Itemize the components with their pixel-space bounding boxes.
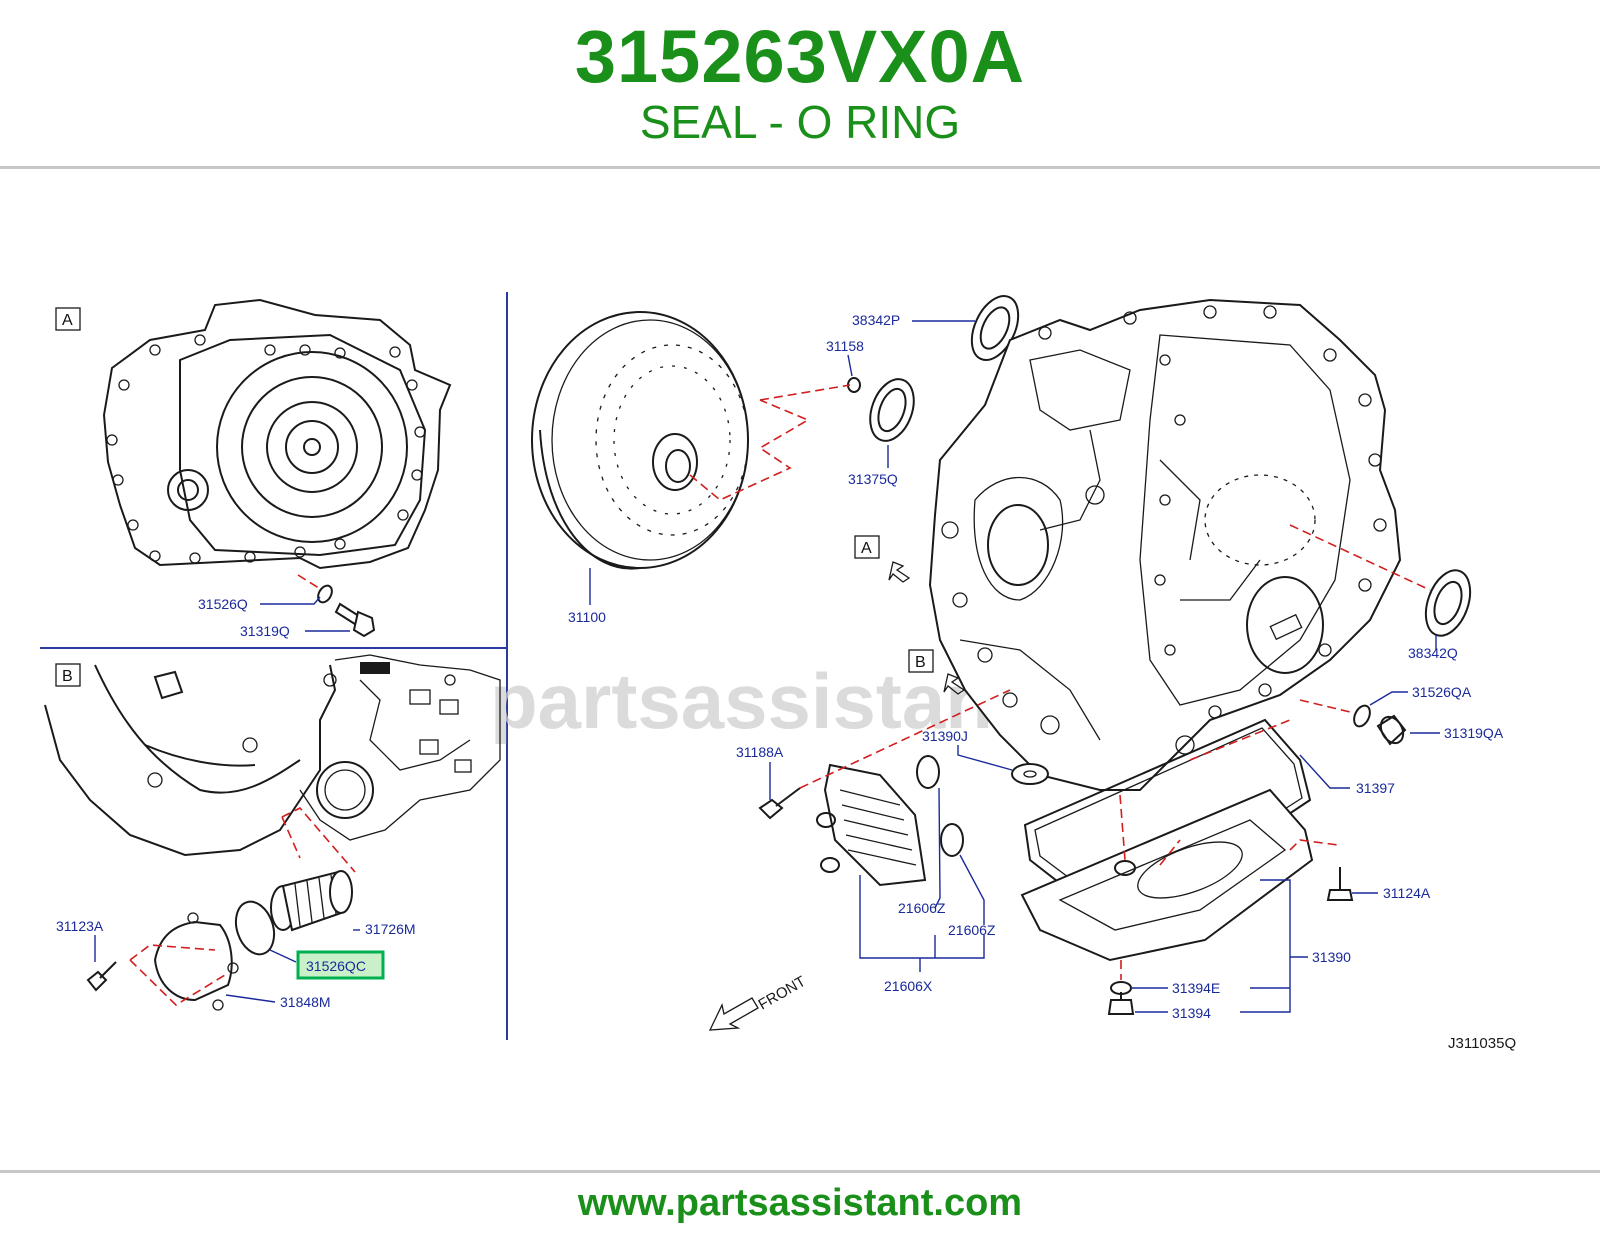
callout-31124a: 31124A	[1383, 885, 1431, 901]
bolt-31188a	[758, 787, 801, 820]
callout-31394e: 31394E	[1172, 980, 1220, 996]
view-a-box	[55, 307, 81, 331]
part-name-subtitle: SEAL - O RING	[639, 96, 961, 148]
o-ring-21606z-upper	[916, 755, 940, 789]
view-a-marker-letter: A	[861, 540, 872, 557]
oil-seal-38342p	[970, 295, 1020, 361]
oil-seal-38342q	[1424, 569, 1472, 637]
o-ring-31526qc	[234, 900, 276, 956]
callout-31319qa: 31319QA	[1444, 725, 1504, 741]
callout-31526qa: 31526QA	[1412, 684, 1472, 700]
highlight-box-31526qc[interactable]	[296, 950, 385, 980]
washer-31390j	[1011, 763, 1049, 785]
view-b-marker-letter: B	[915, 654, 926, 671]
callout-31726m: 31726M	[365, 921, 416, 937]
callout-31526qc[interactable]: 31526QC	[306, 958, 366, 974]
oil-cooler-21606x	[816, 763, 927, 887]
view-b-letter: B	[62, 668, 73, 685]
view-a-marker-box	[854, 535, 880, 559]
view-b-arrow-icon	[943, 673, 966, 695]
callout-31123a: 31123A	[56, 918, 104, 934]
callout-31319q: 31319Q	[240, 623, 290, 639]
header-divider	[0, 166, 1600, 169]
footer-divider	[0, 1170, 1600, 1173]
plug-31319qa	[1376, 714, 1407, 746]
bolt-31124a	[1326, 867, 1354, 901]
view-a-arrow-icon	[888, 561, 911, 583]
filter-cover-31848m	[153, 912, 239, 1011]
view-a-panel: A 31526Q	[55, 298, 452, 639]
main-panel: 31100 31158 31375Q 38342P	[531, 295, 1516, 1052]
case-rear-drawing	[44, 654, 501, 857]
callout-31526q: 31526Q	[198, 596, 248, 612]
view-b-box	[55, 663, 81, 687]
o-ring-21606z-lower	[940, 823, 964, 857]
callout-21606z-lower: 21606Z	[948, 922, 996, 938]
diagram-code: J311035Q	[1448, 1035, 1516, 1052]
view-b-marker-box	[908, 649, 934, 673]
bolt-31123a	[86, 961, 117, 992]
callout-31390j: 31390J	[922, 728, 968, 744]
callout-31394: 31394	[1172, 1005, 1211, 1021]
o-ring-31526qa	[1353, 704, 1371, 728]
callout-38342p: 38342P	[852, 312, 900, 328]
callout-31158: 31158	[826, 338, 864, 354]
plug-bolt-31319q	[334, 602, 376, 638]
callout-31397: 31397	[1356, 780, 1395, 796]
oil-pan-31390	[1020, 788, 1314, 962]
transaxle-case-drawing	[928, 298, 1402, 791]
oil-filter-31726m	[270, 870, 353, 932]
callout-31375q: 31375Q	[848, 471, 898, 487]
oil-seal-31375q	[869, 378, 915, 442]
callout-38342q: 38342Q	[1408, 645, 1458, 661]
footer-url-link[interactable]: www.partsassistant.com	[577, 1182, 1023, 1224]
callout-21606z-upper: 21606Z	[898, 900, 946, 916]
front-direction-arrow: FRONT	[708, 973, 809, 1031]
callout-31188a: 31188A	[736, 744, 784, 760]
view-b-panel: B	[44, 654, 501, 1011]
bell-housing-drawing	[102, 298, 452, 570]
view-a-letter: A	[62, 312, 73, 329]
callout-21606x: 21606X	[884, 978, 933, 994]
part-number-title: 315263VX0A	[574, 15, 1026, 98]
torque-converter-31100	[531, 311, 749, 570]
header: 315263VX0A SEAL - O RING	[0, 0, 1600, 168]
callout-31848m: 31848M	[280, 994, 331, 1010]
drain-plug-31394	[1107, 992, 1135, 1015]
callout-31100: 31100	[568, 609, 606, 625]
front-label: FRONT	[756, 973, 809, 1014]
callout-31390: 31390	[1312, 949, 1351, 965]
o-ring-31526q	[317, 584, 333, 604]
